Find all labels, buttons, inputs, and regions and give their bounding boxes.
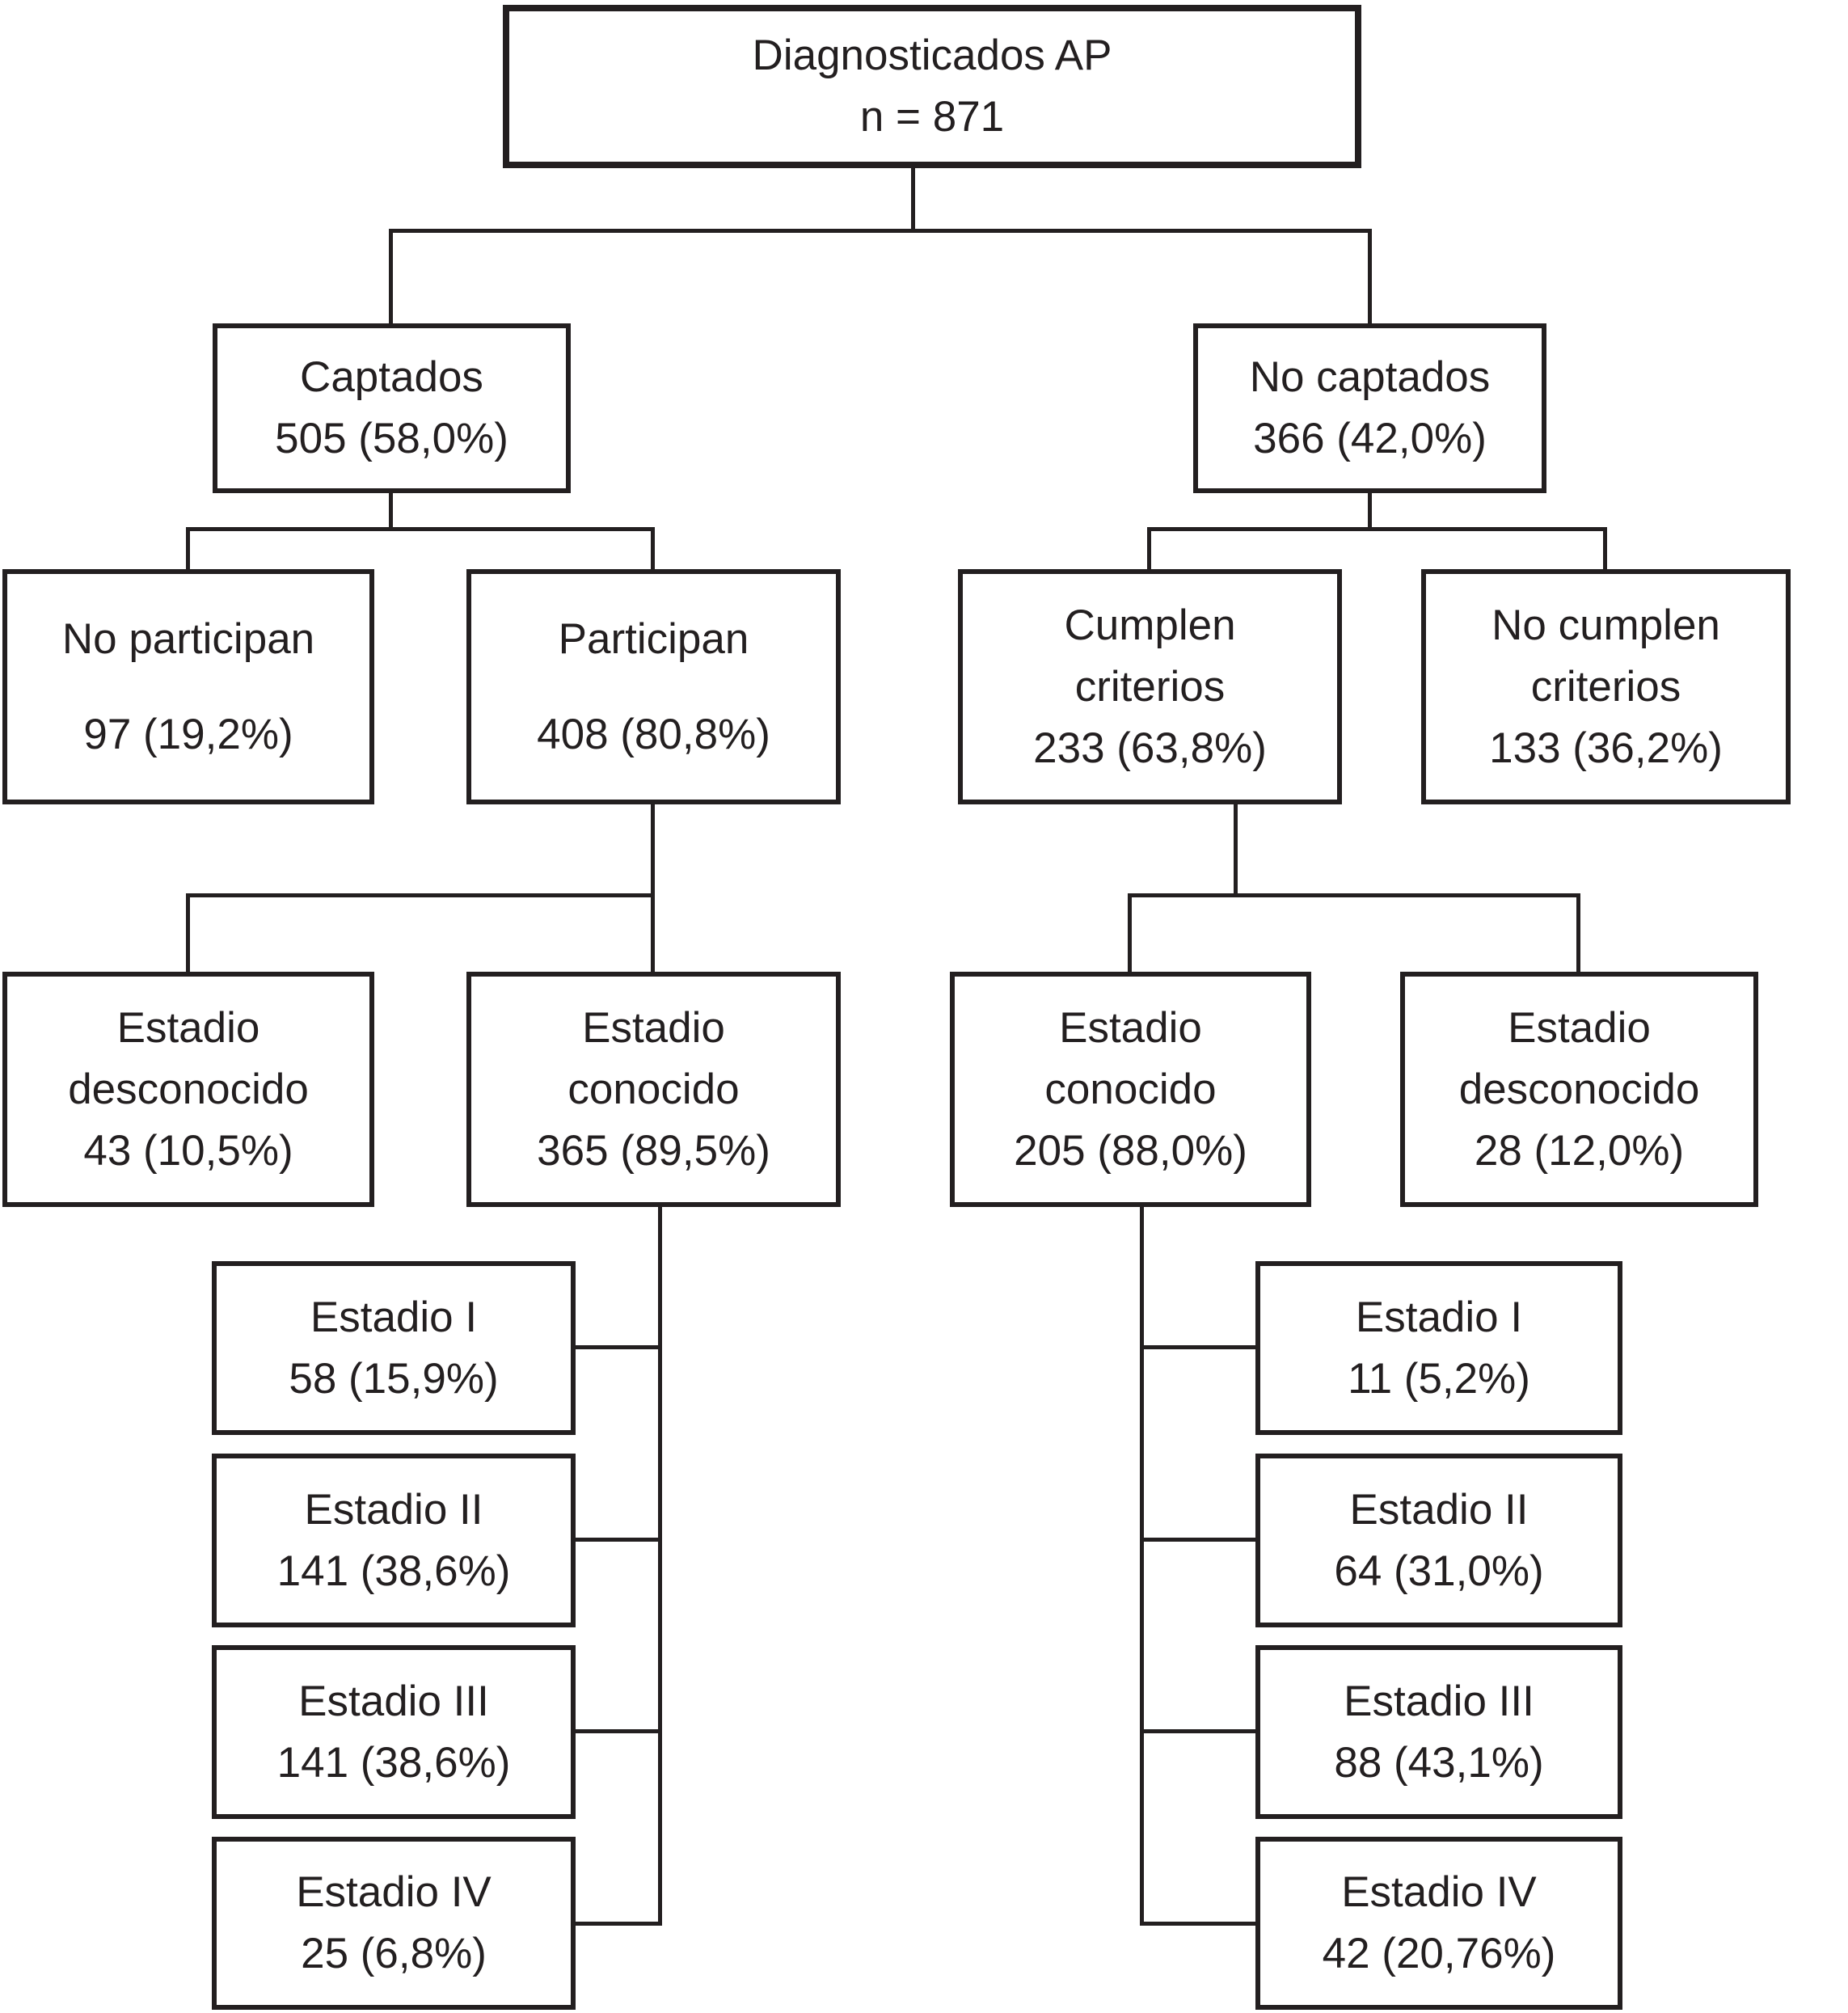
estadio-desconocido-left-label-line2: desconocido	[68, 1065, 309, 1113]
estadio-iv-right-label: Estadio IV	[1341, 1868, 1537, 1916]
estadio-desconocido-right-label-line1: Estadio	[1508, 1003, 1651, 1052]
estadio-conocido-right-label-line2: conocido	[1044, 1065, 1217, 1113]
node-diagnosticados-ap: Diagnosticados AP n = 871	[503, 5, 1361, 168]
estadio-desconocido-left-value: 43 (10,5%)	[83, 1126, 293, 1175]
connector-left-spine	[658, 1207, 662, 1926]
node-estadio-iv-left: Estadio IV 25 (6,8%)	[212, 1837, 576, 2010]
node-estadio-iv-right: Estadio IV 42 (20,76%)	[1255, 1837, 1622, 2010]
connector-participan-drop	[651, 804, 655, 897]
connector-captados-right-drop	[651, 527, 655, 569]
node-no-cumplen-label-line2: criterios	[1530, 662, 1681, 711]
estadio-ii-right-value: 64 (31,0%)	[1334, 1547, 1544, 1595]
node-captados-value: 505 (58,0%)	[275, 415, 508, 462]
estadio-conocido-left-value: 365 (89,5%)	[537, 1126, 770, 1175]
connector-right-stub-estadio-iv	[1141, 1922, 1255, 1926]
node-estadio-conocido-right: Estadio conocido 205 (88,0%)	[950, 972, 1311, 1207]
connector-no-captados-left-drop	[1147, 527, 1151, 569]
node-diagnosticados-label: Diagnosticados AP	[752, 32, 1112, 79]
node-no-cumplen-criterios: No cumplen criterios 133 (36,2%)	[1421, 569, 1791, 804]
estadio-desconocido-left-label-line1: Estadio	[116, 1003, 260, 1052]
node-no-cumplen-label-line1: No cumplen	[1491, 601, 1720, 649]
connector-right-stub-estadio-ii	[1141, 1538, 1255, 1542]
connector-captados-drop	[389, 493, 393, 531]
estadio-desconocido-right-label-line2: desconocido	[1458, 1065, 1700, 1113]
connector-root-bar	[391, 229, 1371, 233]
node-no-captados-label: No captados	[1249, 353, 1491, 401]
estadio-desconocido-right-value: 28 (12,0%)	[1474, 1126, 1685, 1175]
connector-cumplen-left-drop	[1128, 893, 1132, 972]
estadio-i-right-value: 11 (5,2%)	[1348, 1354, 1530, 1403]
estadio-iii-left-value: 141 (38,6%)	[276, 1738, 511, 1787]
estadio-ii-left-label: Estadio II	[304, 1485, 483, 1534]
node-estadio-i-right: Estadio I 11 (5,2%)	[1255, 1261, 1622, 1435]
connector-right-spine	[1140, 1207, 1144, 1926]
estadio-i-left-label: Estadio I	[310, 1293, 478, 1341]
node-captados: Captados 505 (58,0%)	[213, 323, 571, 493]
connector-right-stub-estadio-iii	[1141, 1729, 1255, 1733]
node-estadio-iii-right: Estadio III 88 (43,1%)	[1255, 1645, 1622, 1819]
connector-cumplen-bar	[1130, 893, 1579, 897]
estadio-conocido-right-value: 205 (88,0%)	[1014, 1126, 1247, 1175]
node-no-participan: No participan 97 (19,2%)	[2, 569, 374, 804]
node-cumplen-label-line2: criterios	[1074, 662, 1226, 711]
estadio-i-right-label: Estadio I	[1355, 1293, 1523, 1341]
node-participan: Participan 408 (80,8%)	[466, 569, 841, 804]
node-estadio-ii-right: Estadio II 64 (31,0%)	[1255, 1454, 1622, 1627]
node-estadio-ii-left: Estadio II 141 (38,6%)	[212, 1454, 576, 1627]
connector-left-stub-estadio-i	[576, 1345, 662, 1349]
connector-participan-left-drop	[186, 893, 190, 972]
estadio-conocido-right-label-line1: Estadio	[1059, 1003, 1202, 1052]
node-cumplen-value: 233 (63,8%)	[1033, 724, 1267, 772]
connector-no-captados-right-drop	[1603, 527, 1607, 569]
connector-cumplen-drop	[1234, 804, 1238, 897]
connector-captados-bar	[188, 527, 653, 531]
estadio-iv-left-label: Estadio IV	[296, 1868, 492, 1916]
estadio-conocido-left-label-line2: conocido	[567, 1065, 740, 1113]
node-cumplen-criterios: Cumplen criterios 233 (63,8%)	[958, 569, 1342, 804]
node-no-cumplen-value: 133 (36,2%)	[1489, 724, 1723, 772]
connector-right-stub-estadio-i	[1141, 1345, 1255, 1349]
connector-no-captados-drop	[1368, 493, 1372, 531]
connector-left-stub-estadio-iii	[576, 1729, 662, 1733]
node-estadio-desconocido-left: Estadio desconocido 43 (10,5%)	[2, 972, 374, 1207]
estadio-iv-left-value: 25 (6,8%)	[301, 1930, 487, 1977]
estadio-iii-right-label: Estadio III	[1344, 1677, 1534, 1725]
connector-root-drop	[911, 168, 915, 233]
node-no-captados: No captados 366 (42,0%)	[1193, 323, 1546, 493]
estadio-conocido-left-label-line1: Estadio	[582, 1003, 725, 1052]
node-estadio-i-left: Estadio I 58 (15,9%)	[212, 1261, 576, 1435]
connector-left-stub-estadio-iv	[576, 1922, 662, 1926]
node-participan-label: Participan	[558, 614, 749, 663]
estadio-iv-right-value: 42 (20,76%)	[1322, 1930, 1556, 1977]
estadio-i-left-value: 58 (15,9%)	[289, 1354, 499, 1403]
connector-participan-bar	[188, 893, 653, 897]
connector-no-captados-bar	[1150, 527, 1605, 531]
node-cumplen-label-line1: Cumplen	[1064, 601, 1236, 649]
estadio-iii-left-label: Estadio III	[298, 1677, 489, 1725]
connector-participan-right-drop	[651, 893, 655, 972]
estadio-iii-right-value: 88 (43,1%)	[1334, 1738, 1544, 1787]
connector-root-left-drop	[389, 229, 393, 323]
node-no-participan-value: 97 (19,2%)	[83, 710, 293, 758]
estadio-ii-left-value: 141 (38,6%)	[276, 1547, 511, 1595]
node-estadio-desconocido-right: Estadio desconocido 28 (12,0%)	[1400, 972, 1758, 1207]
node-participan-value: 408 (80,8%)	[537, 710, 770, 758]
node-no-participan-label: No participan	[61, 614, 315, 663]
node-diagnosticados-value: n = 871	[859, 93, 1005, 141]
node-estadio-conocido-left: Estadio conocido 365 (89,5%)	[466, 972, 841, 1207]
node-no-captados-value: 366 (42,0%)	[1253, 415, 1487, 462]
node-estadio-iii-left: Estadio III 141 (38,6%)	[212, 1645, 576, 1819]
node-captados-label: Captados	[300, 353, 483, 401]
connector-cumplen-right-drop	[1576, 893, 1580, 972]
estadio-ii-right-label: Estadio II	[1349, 1485, 1529, 1534]
connector-root-right-drop	[1368, 229, 1372, 323]
connector-left-stub-estadio-ii	[576, 1538, 662, 1542]
connector-captados-left-drop	[186, 527, 190, 569]
